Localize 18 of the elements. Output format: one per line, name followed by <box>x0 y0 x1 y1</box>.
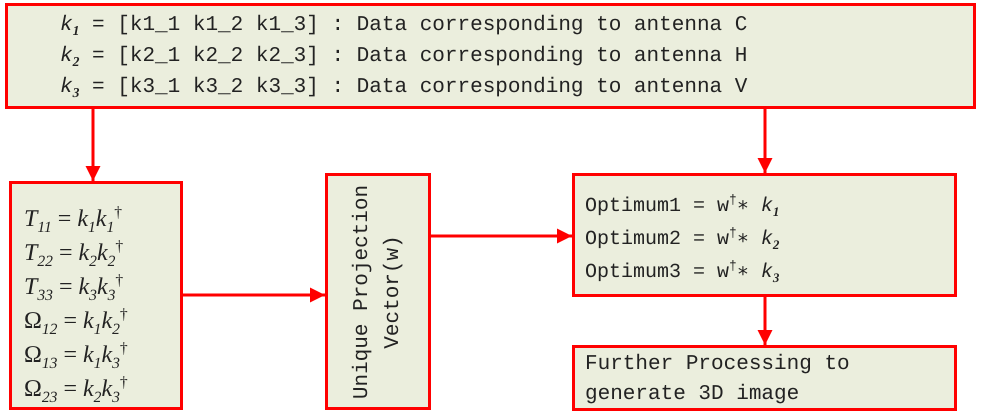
text-line: Optimum2 = w$^{†}$∗ k$_{2}$ <box>585 224 780 254</box>
arrow <box>86 109 100 181</box>
process-box <box>325 173 431 410</box>
arrow <box>758 297 772 345</box>
arrow <box>431 228 572 244</box>
equation-box <box>572 173 957 297</box>
arrow <box>183 288 325 302</box>
text-line: k$_{2}$ = [k2_1 k2_2 k2_3] : Data corresponding to antenna H <box>60 44 748 72</box>
arrow <box>758 109 772 173</box>
text-line: k$_{3}$ = [k3_1 k3_2 k3_3] : Data corresponding to antenna V <box>60 75 748 102</box>
text-line: Further Processing to generate 3D image <box>585 352 851 408</box>
text-line: Optimum1 = w$^{†}$∗ k$_{1}$ <box>585 191 780 221</box>
text-line: Optimum3 = w$^{†}$∗ k$_{3}$ <box>585 257 780 287</box>
equation-box <box>9 181 183 410</box>
box-label: Unique Projection Vector(w) <box>350 183 406 401</box>
process-box <box>572 345 957 411</box>
text-line: k$_{1}$ = [k1_1 k1_2 k1_3] : Data corresponding to antenna C <box>60 13 748 40</box>
data-box <box>5 3 976 109</box>
